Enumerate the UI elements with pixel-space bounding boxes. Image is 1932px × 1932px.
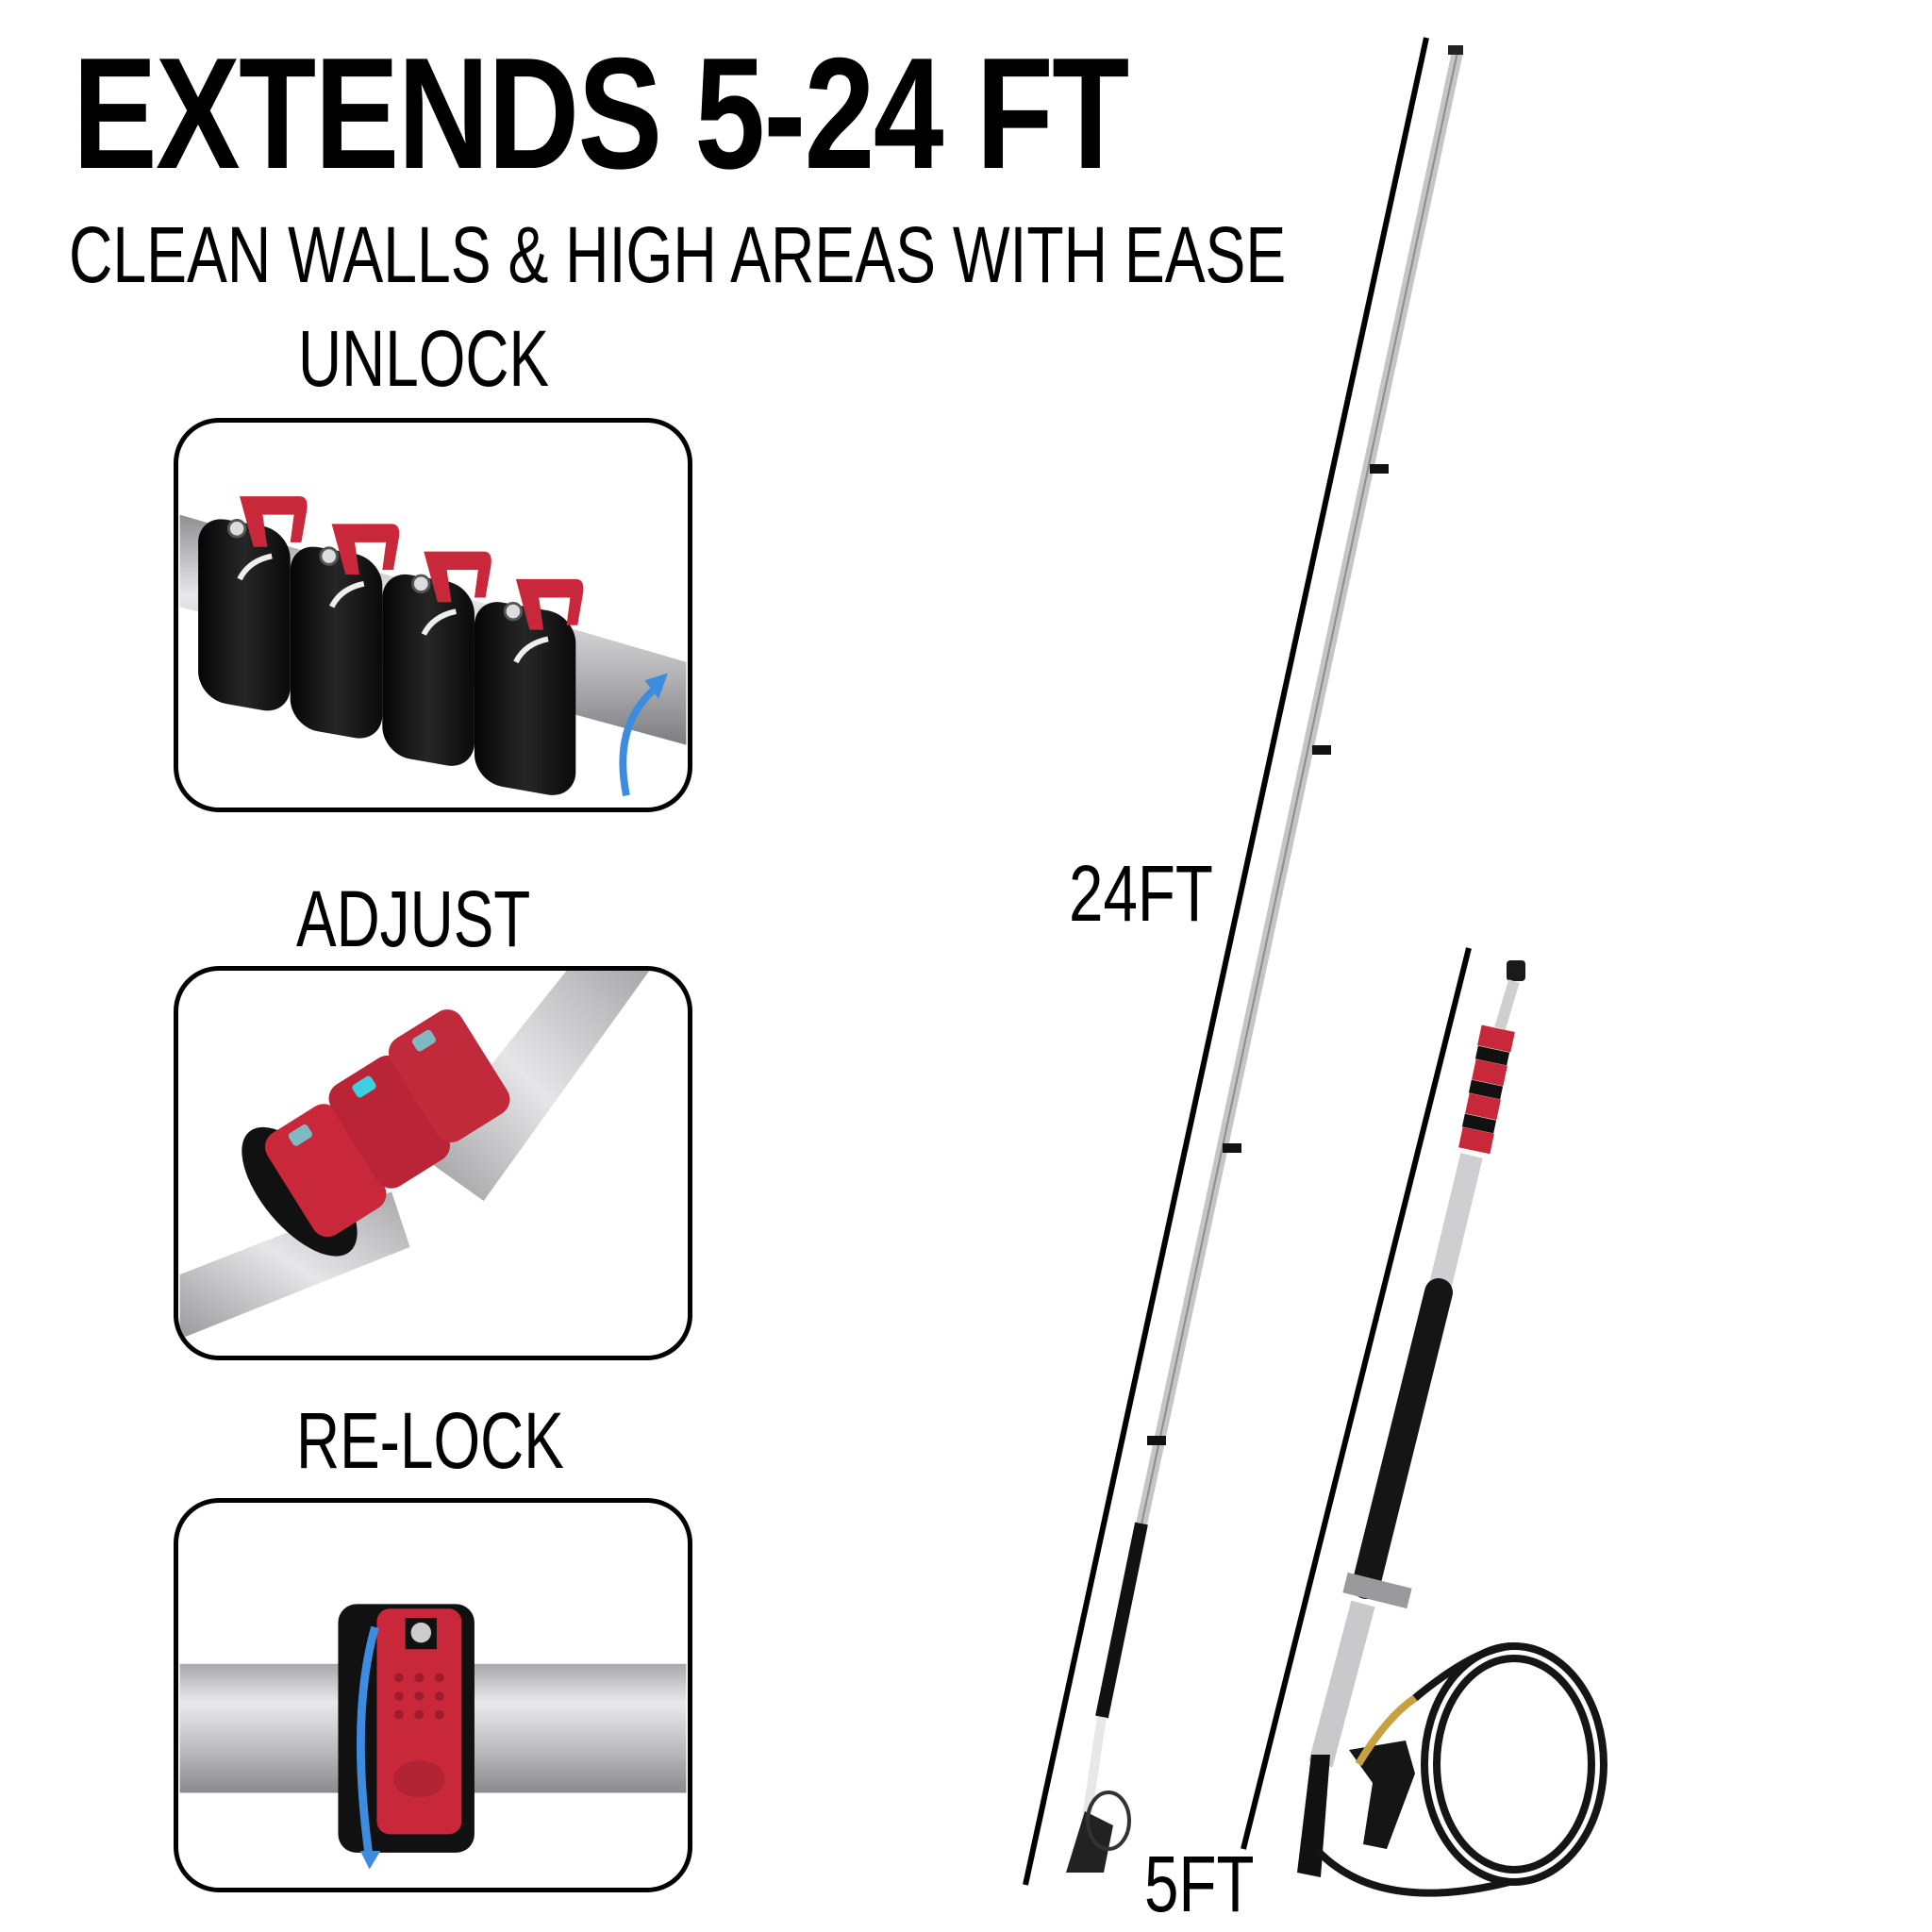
relock-clamp-illustration (179, 1604, 687, 1870)
grip-dots (394, 1673, 444, 1720)
rotate-arrow-icon (356, 1625, 379, 1854)
unlock-clamps-illustration (179, 496, 687, 797)
headline-title: EXTENDS 5-24 FT (73, 25, 1129, 202)
clamp-group (198, 496, 584, 795)
red-clamp (388, 1009, 510, 1142)
rotate-arrow-icon (619, 687, 657, 797)
step-label-adjust: ADJUST (296, 874, 531, 963)
red-clamp (264, 1104, 387, 1238)
retracted-length-label: 5FT (1144, 1840, 1255, 1928)
coiled-hose (1313, 1642, 1607, 1897)
retracted-dimension-line (1241, 947, 1472, 1850)
red-clamp (328, 1055, 451, 1189)
extended-pole-grip (1095, 1522, 1148, 1719)
step-panel-adjust (174, 966, 692, 1360)
wand-nozzle-cap (1507, 960, 1525, 981)
extended-dimension-line (1023, 37, 1429, 1886)
wand-lower-tube (1308, 1600, 1375, 1768)
step-label-relock: RE-LOCK (296, 1396, 564, 1485)
headline-subtitle: CLEAN WALLS & HIGH AREAS WITH EASE (69, 210, 1287, 299)
wand-upper-tube (1427, 1153, 1483, 1295)
wand-clamps (1458, 1024, 1515, 1155)
wand-grip (1352, 1278, 1453, 1599)
pole-upper-tube (419, 971, 650, 1202)
trigger-gun (1349, 1740, 1415, 1849)
step-panel-unlock (174, 418, 692, 812)
adjust-clamps-illustration (179, 971, 650, 1340)
hose-fitting (1355, 1694, 1418, 1767)
extended-length-label: 24FT (1069, 849, 1213, 938)
step-panel-relock (174, 1498, 692, 1892)
step-label-unlock: UNLOCK (298, 314, 550, 403)
trigger-handle (1297, 1755, 1330, 1877)
extended-trigger-gun (1066, 1811, 1113, 1873)
pole-joints (1147, 464, 1389, 1445)
wand-bracket (1342, 1572, 1412, 1609)
